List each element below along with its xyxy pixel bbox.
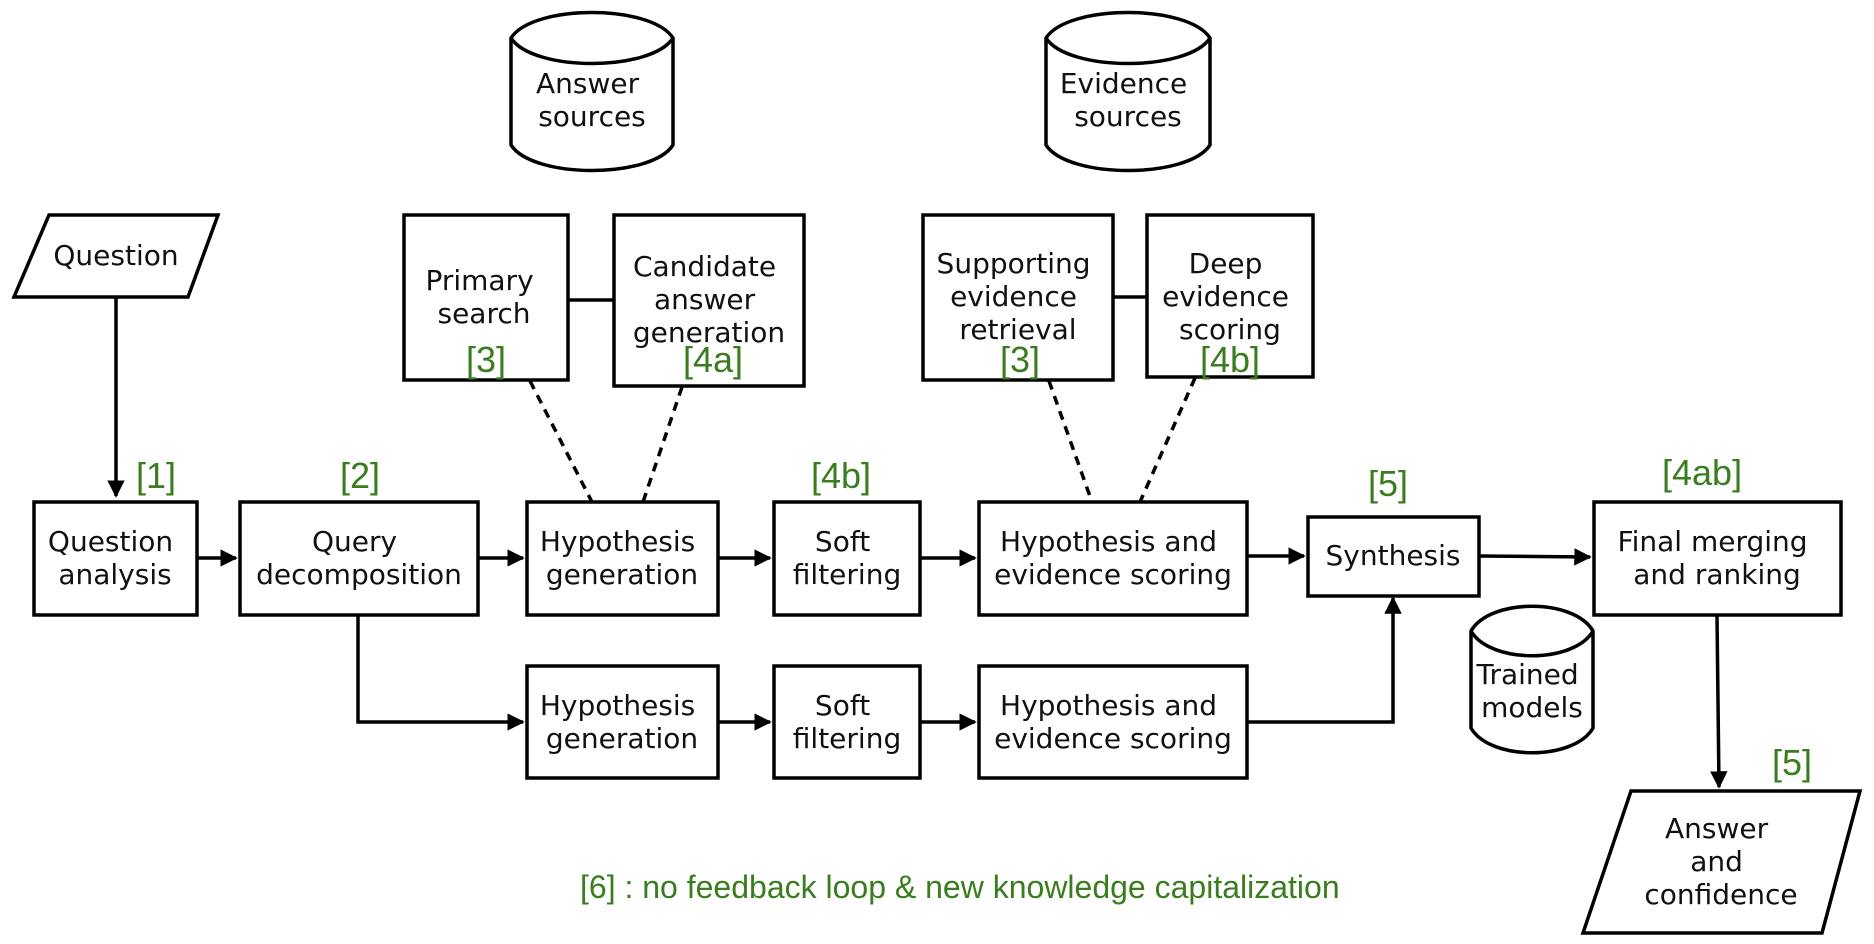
answer-sources-store: Answer sources bbox=[509, 10, 675, 173]
synthesis-box: Synthesis bbox=[1306, 515, 1481, 598]
arrow-decomposition-to-hyp-gen-bottom bbox=[356, 614, 525, 731]
arrow-hyp-score-bottom-to-synthesis bbox=[1247, 596, 1402, 724]
arrow-final-merging-to-answer bbox=[1710, 615, 1728, 789]
dashed-link-primary-search bbox=[528, 380, 594, 503]
question-input: Question bbox=[11, 213, 221, 299]
tag-step-4b-filtering: [4b] bbox=[811, 455, 871, 496]
hypothesis-scoring-bottom-box: Hypothesis and evidence scoring bbox=[977, 664, 1249, 780]
hypothesis-generation-bottom-label: Hypothesis generation bbox=[540, 689, 704, 755]
supporting-evidence-label: Supporting evidence retrieval bbox=[937, 247, 1100, 346]
tag-step-1: [1] bbox=[136, 455, 176, 496]
hypothesis-scoring-top-label: Hypothesis and evidence scoring bbox=[994, 525, 1232, 591]
tag-step-3-supporting: [3] bbox=[1000, 339, 1040, 380]
soft-filtering-top-label: Soft filtering bbox=[793, 525, 901, 591]
answer-and-confidence-output: Answer and confidence bbox=[1580, 789, 1863, 935]
candidate-answer-box: Candidate answer generation bbox=[612, 213, 806, 388]
answer-sources-label: Answer sources bbox=[536, 67, 648, 133]
primary-search-box: Primary search bbox=[402, 213, 570, 382]
soft-filtering-top-box: Soft filtering bbox=[772, 500, 922, 617]
tag-step-4b-deep: [4b] bbox=[1200, 339, 1260, 380]
question-analysis-label: Question analysis bbox=[48, 525, 182, 591]
tag-step-2: [2] bbox=[340, 455, 380, 496]
deep-evidence-label: Deep evidence scoring bbox=[1162, 247, 1298, 346]
tag-step-5-synthesis: [5] bbox=[1368, 463, 1408, 504]
answer-and-confidence-label: Answer and confidence bbox=[1644, 812, 1797, 911]
hypothesis-generation-top-box: Hypothesis generation bbox=[525, 500, 720, 617]
dashed-link-deep-evidence bbox=[1138, 377, 1197, 503]
dashed-link-candidate-answer bbox=[641, 386, 684, 503]
evidence-sources-label: Evidence sources bbox=[1060, 67, 1196, 133]
supporting-evidence-box: Supporting evidence retrieval bbox=[921, 213, 1115, 382]
soft-filtering-bottom-box: Soft filtering bbox=[772, 664, 922, 780]
query-decomposition-box: Query decomposition bbox=[238, 500, 480, 617]
trained-models-store: Trained models bbox=[1469, 604, 1595, 755]
hypothesis-scoring-top-box: Hypothesis and evidence scoring bbox=[977, 500, 1249, 617]
deep-evidence-box: Deep evidence scoring bbox=[1145, 213, 1315, 379]
synthesis-label: Synthesis bbox=[1326, 539, 1461, 572]
tag-step-4ab: [4ab] bbox=[1662, 452, 1742, 493]
question-analysis-box: Question analysis bbox=[32, 500, 199, 617]
tag-step-3-primary: [3] bbox=[466, 339, 506, 380]
final-merging-label: Final merging and ranking bbox=[1618, 525, 1817, 591]
footnote-step-6: [6] : no feedback loop & new knowledge c… bbox=[580, 869, 1340, 905]
hypothesis-generation-top-label: Hypothesis generation bbox=[540, 525, 704, 591]
final-merging-box: Final merging and ranking bbox=[1592, 500, 1843, 617]
tag-step-4a: [4a] bbox=[683, 339, 743, 380]
soft-filtering-bottom-label: Soft filtering bbox=[793, 689, 901, 755]
question-label: Question bbox=[53, 239, 178, 272]
trained-models-label: Trained models bbox=[1475, 658, 1587, 724]
evidence-sources-store: Evidence sources bbox=[1044, 10, 1212, 173]
hypothesis-generation-bottom-box: Hypothesis generation bbox=[525, 664, 720, 780]
hypothesis-scoring-bottom-label: Hypothesis and evidence scoring bbox=[994, 689, 1232, 755]
query-decomposition-label: Query decomposition bbox=[256, 525, 462, 591]
candidate-answer-label: Candidate answer generation bbox=[633, 250, 785, 349]
arrow-synthesis-to-final-merging bbox=[1478, 548, 1592, 566]
primary-search-label: Primary search bbox=[425, 264, 542, 330]
tag-step-5-answer: [5] bbox=[1772, 742, 1812, 783]
dashed-link-supporting-evidence bbox=[1047, 380, 1094, 503]
